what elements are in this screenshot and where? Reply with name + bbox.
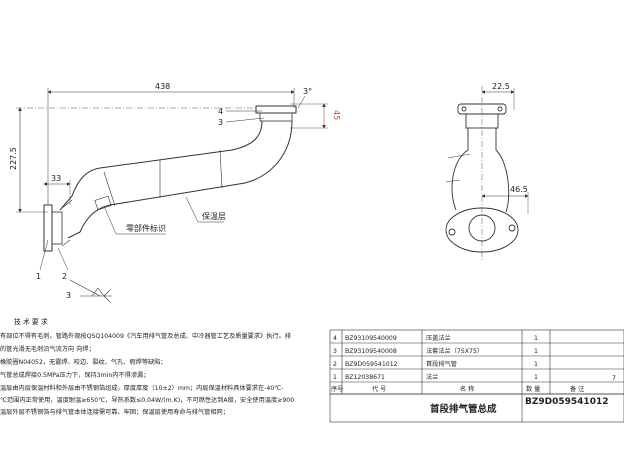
- leader-1: [39, 239, 49, 271]
- dim-offset-value: 33: [51, 174, 61, 183]
- header-fragment: 7: [612, 375, 616, 382]
- note-line-4: 气管总成焊接0.5MPa压力下，保持3min内不得渗漏；: [0, 371, 149, 379]
- header-qty: 数 量: [526, 385, 540, 393]
- note-line-7: 温层外层不锈钢箔与排气管本体连接需可靠、牢固；保温层使用寿命与排气管相同；: [0, 408, 229, 416]
- weld-symbol: [69, 279, 112, 303]
- row-3-seq: 3: [333, 348, 337, 355]
- pipe-outline-upper: [59, 120, 263, 211]
- row-1-name: 法兰: [426, 373, 438, 381]
- leader-part-mark: [103, 205, 117, 235]
- leader-insulation: [185, 196, 199, 223]
- header-remark: 备 注: [570, 385, 584, 393]
- note-line-2: 的管光滑无毛刺沿气流方向 向焊；: [0, 345, 95, 353]
- side-bottom-flange: [445, 207, 519, 253]
- label-part-mark: 零部件标识: [126, 223, 166, 233]
- drawing-number: BZ9D059541012: [525, 397, 608, 407]
- row-4-qty: 1: [534, 335, 538, 342]
- note-line-5: 温层由内层保温材料和外层由不锈钢箔组成，厚度厚度（10±2）mm；内层保温材料具…: [0, 384, 283, 392]
- dim-right-value: 46.5: [510, 185, 528, 194]
- callout-2: 2: [62, 272, 67, 281]
- callout-1: 1: [36, 272, 41, 281]
- header-seq: 序号: [331, 385, 343, 393]
- row-4-name: 压盖法兰: [426, 334, 451, 342]
- row-3-qty: 1: [534, 348, 538, 355]
- top-flange: [255, 105, 297, 114]
- dim-angle-value: 3°: [303, 87, 312, 96]
- dim-flange-value: 45: [332, 110, 341, 120]
- side-view: [445, 86, 529, 262]
- notes-title: 技 术 要 求: [14, 317, 48, 326]
- row-3-name: 法套法兰（75X75）: [426, 347, 483, 355]
- note-line-6: ℃范围内正常使用，温度耐温≥650℃，导热系数≤0.04W/(m.K)，不可燃性…: [0, 396, 294, 404]
- note-line-1: 有部位不得有毛刺。管路外观按QSQ104009《汽车用排气管及总成、中冷器管工艺…: [0, 332, 291, 340]
- row-2-qty: 1: [534, 361, 538, 368]
- row-1-code: BZ12038671: [345, 374, 385, 381]
- callout-4: 4: [218, 107, 223, 116]
- parts-table: [329, 329, 624, 423]
- leader-3: [225, 117, 265, 123]
- row-3-code: BZ93109540008: [345, 348, 397, 355]
- row-1-qty: 1: [534, 374, 538, 381]
- row-4-seq: 4: [333, 335, 337, 342]
- leader-2: [57, 247, 69, 271]
- dim-top-value: 22.5: [492, 82, 510, 91]
- row-2-code: BZ9D059541012: [345, 361, 398, 368]
- pipe-outline-lower: [67, 120, 293, 239]
- header-name: 名 称: [460, 385, 474, 393]
- label-insulation: 保温层: [202, 211, 226, 221]
- drawing-title: 首段排气管总成: [430, 403, 497, 415]
- dim-length-value: 438: [155, 82, 170, 91]
- side-pipe-body: [451, 128, 510, 213]
- row-1-seq: 1: [333, 374, 337, 381]
- row-2-name: 首段排气管: [426, 360, 457, 368]
- header-code: 代 号: [372, 385, 386, 393]
- row-4-code: BZ93109540009: [345, 335, 397, 342]
- note-line-3: 橡胶圈N04052，无露焊、咬边、裂纹、气孔、假焊等缺陷；: [0, 358, 167, 366]
- callout-3: 3: [218, 118, 223, 127]
- part-mark-plate: [94, 195, 112, 211]
- row-2-seq: 2: [333, 361, 337, 368]
- dim-height-value: 227.5: [9, 147, 18, 170]
- weld-symbol-value: 3: [66, 291, 71, 300]
- front-view: [16, 88, 328, 303]
